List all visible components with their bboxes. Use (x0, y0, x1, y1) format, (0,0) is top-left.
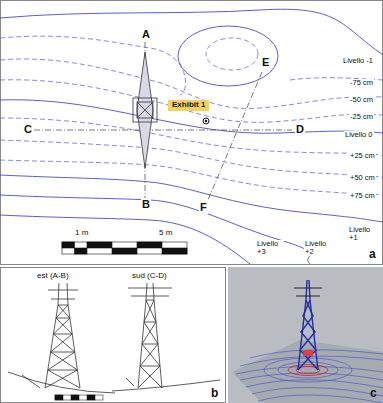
section-letter: D (295, 124, 305, 136)
contour-label: -25 cm (349, 113, 374, 121)
section-title: sud (C-D) (131, 272, 168, 280)
contour-label: -75 cm (349, 79, 374, 87)
panel-letter: a (369, 248, 376, 261)
contour-label: Livello -1 (342, 57, 374, 65)
panel-letter: c (370, 387, 377, 400)
contour-label: Livello 0 (344, 131, 374, 139)
section-letter: E (261, 57, 270, 69)
section-letter: F (199, 202, 208, 214)
tag-text: Exhibit 1 (172, 101, 205, 110)
contour-label: -50 cm (349, 96, 374, 104)
scale-label: 1 m (74, 229, 89, 237)
contour-label: +25 cm (349, 152, 376, 160)
contour-label: +75 cm (349, 192, 376, 200)
section-title: est (A-B) (36, 272, 70, 280)
scale-label: 5 m (158, 229, 173, 237)
exhibit-tag: Exhibit 1 (168, 100, 209, 111)
section-letter: C (23, 124, 33, 136)
section-letter: B (141, 199, 151, 211)
contour-label: +50 cm (349, 174, 376, 182)
section-letter: A (141, 29, 151, 41)
contour-label: Livello +3 (256, 240, 284, 256)
contour-label: Livello +2 (304, 240, 332, 256)
panel-letter: b (211, 387, 218, 400)
contour-label: Livello +1 (348, 226, 376, 242)
